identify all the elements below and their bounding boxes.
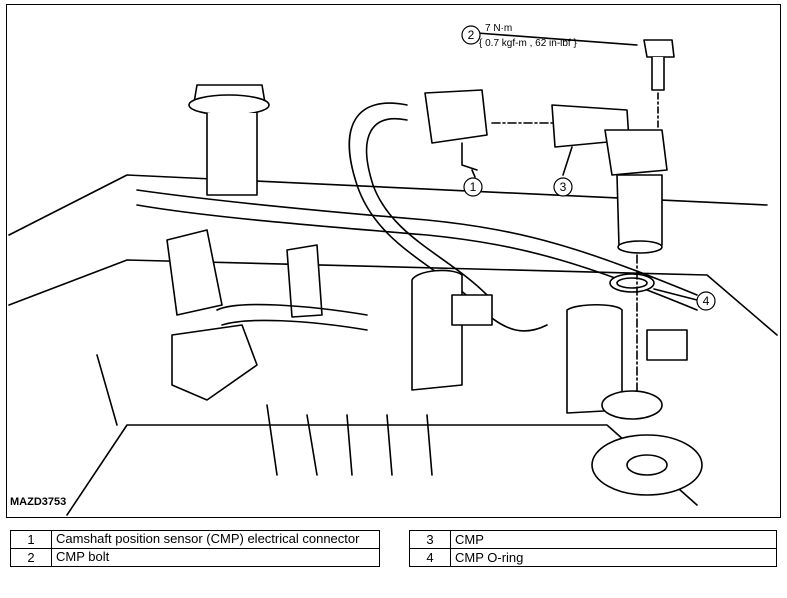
callout-3-circle: [553, 177, 573, 197]
torque-value-nm: 7 N·m: [485, 23, 513, 34]
callout-1-label: 1: [470, 180, 477, 194]
legend-text: Camshaft position sensor (CMP) electrica…: [51, 530, 380, 549]
figure-id: MAZD3753: [10, 496, 67, 508]
callout-3-label: 3: [560, 180, 567, 194]
callout-1-circle: [463, 177, 483, 197]
legend-row: 2 CMP bolt: [10, 548, 380, 567]
engine-drawing: 1 3 4 2: [8, 25, 778, 516]
legend-number: 2: [10, 548, 52, 567]
legend-text: CMP O-ring: [450, 548, 777, 567]
callout-4-circle: [696, 291, 716, 311]
callout-2-circle: [461, 25, 481, 45]
legend-number: 4: [409, 548, 451, 567]
legend-row: 3 CMP: [409, 530, 777, 549]
legend-table-right: 3 CMP 4 CMP O-ring: [409, 530, 777, 567]
engine-diagram: 1 3 4 2 7 N·m { 0.7 kgf-m , 62 in-lbf } …: [6, 4, 781, 518]
legend-text: CMP: [450, 530, 777, 549]
legend-number: 1: [10, 530, 52, 549]
legend-table-left: 1 Camshaft position sensor (CMP) electri…: [10, 530, 380, 567]
legend-text: CMP bolt: [51, 548, 380, 567]
torque-value-alt: { 0.7 kgf-m , 62 in-lbf }: [479, 38, 577, 49]
legend-number: 3: [409, 530, 451, 549]
legend-row: 4 CMP O-ring: [409, 548, 777, 567]
callout-2-label: 2: [468, 28, 475, 42]
legend-row: 1 Camshaft position sensor (CMP) electri…: [10, 530, 380, 549]
callout-4-label: 4: [703, 294, 710, 308]
